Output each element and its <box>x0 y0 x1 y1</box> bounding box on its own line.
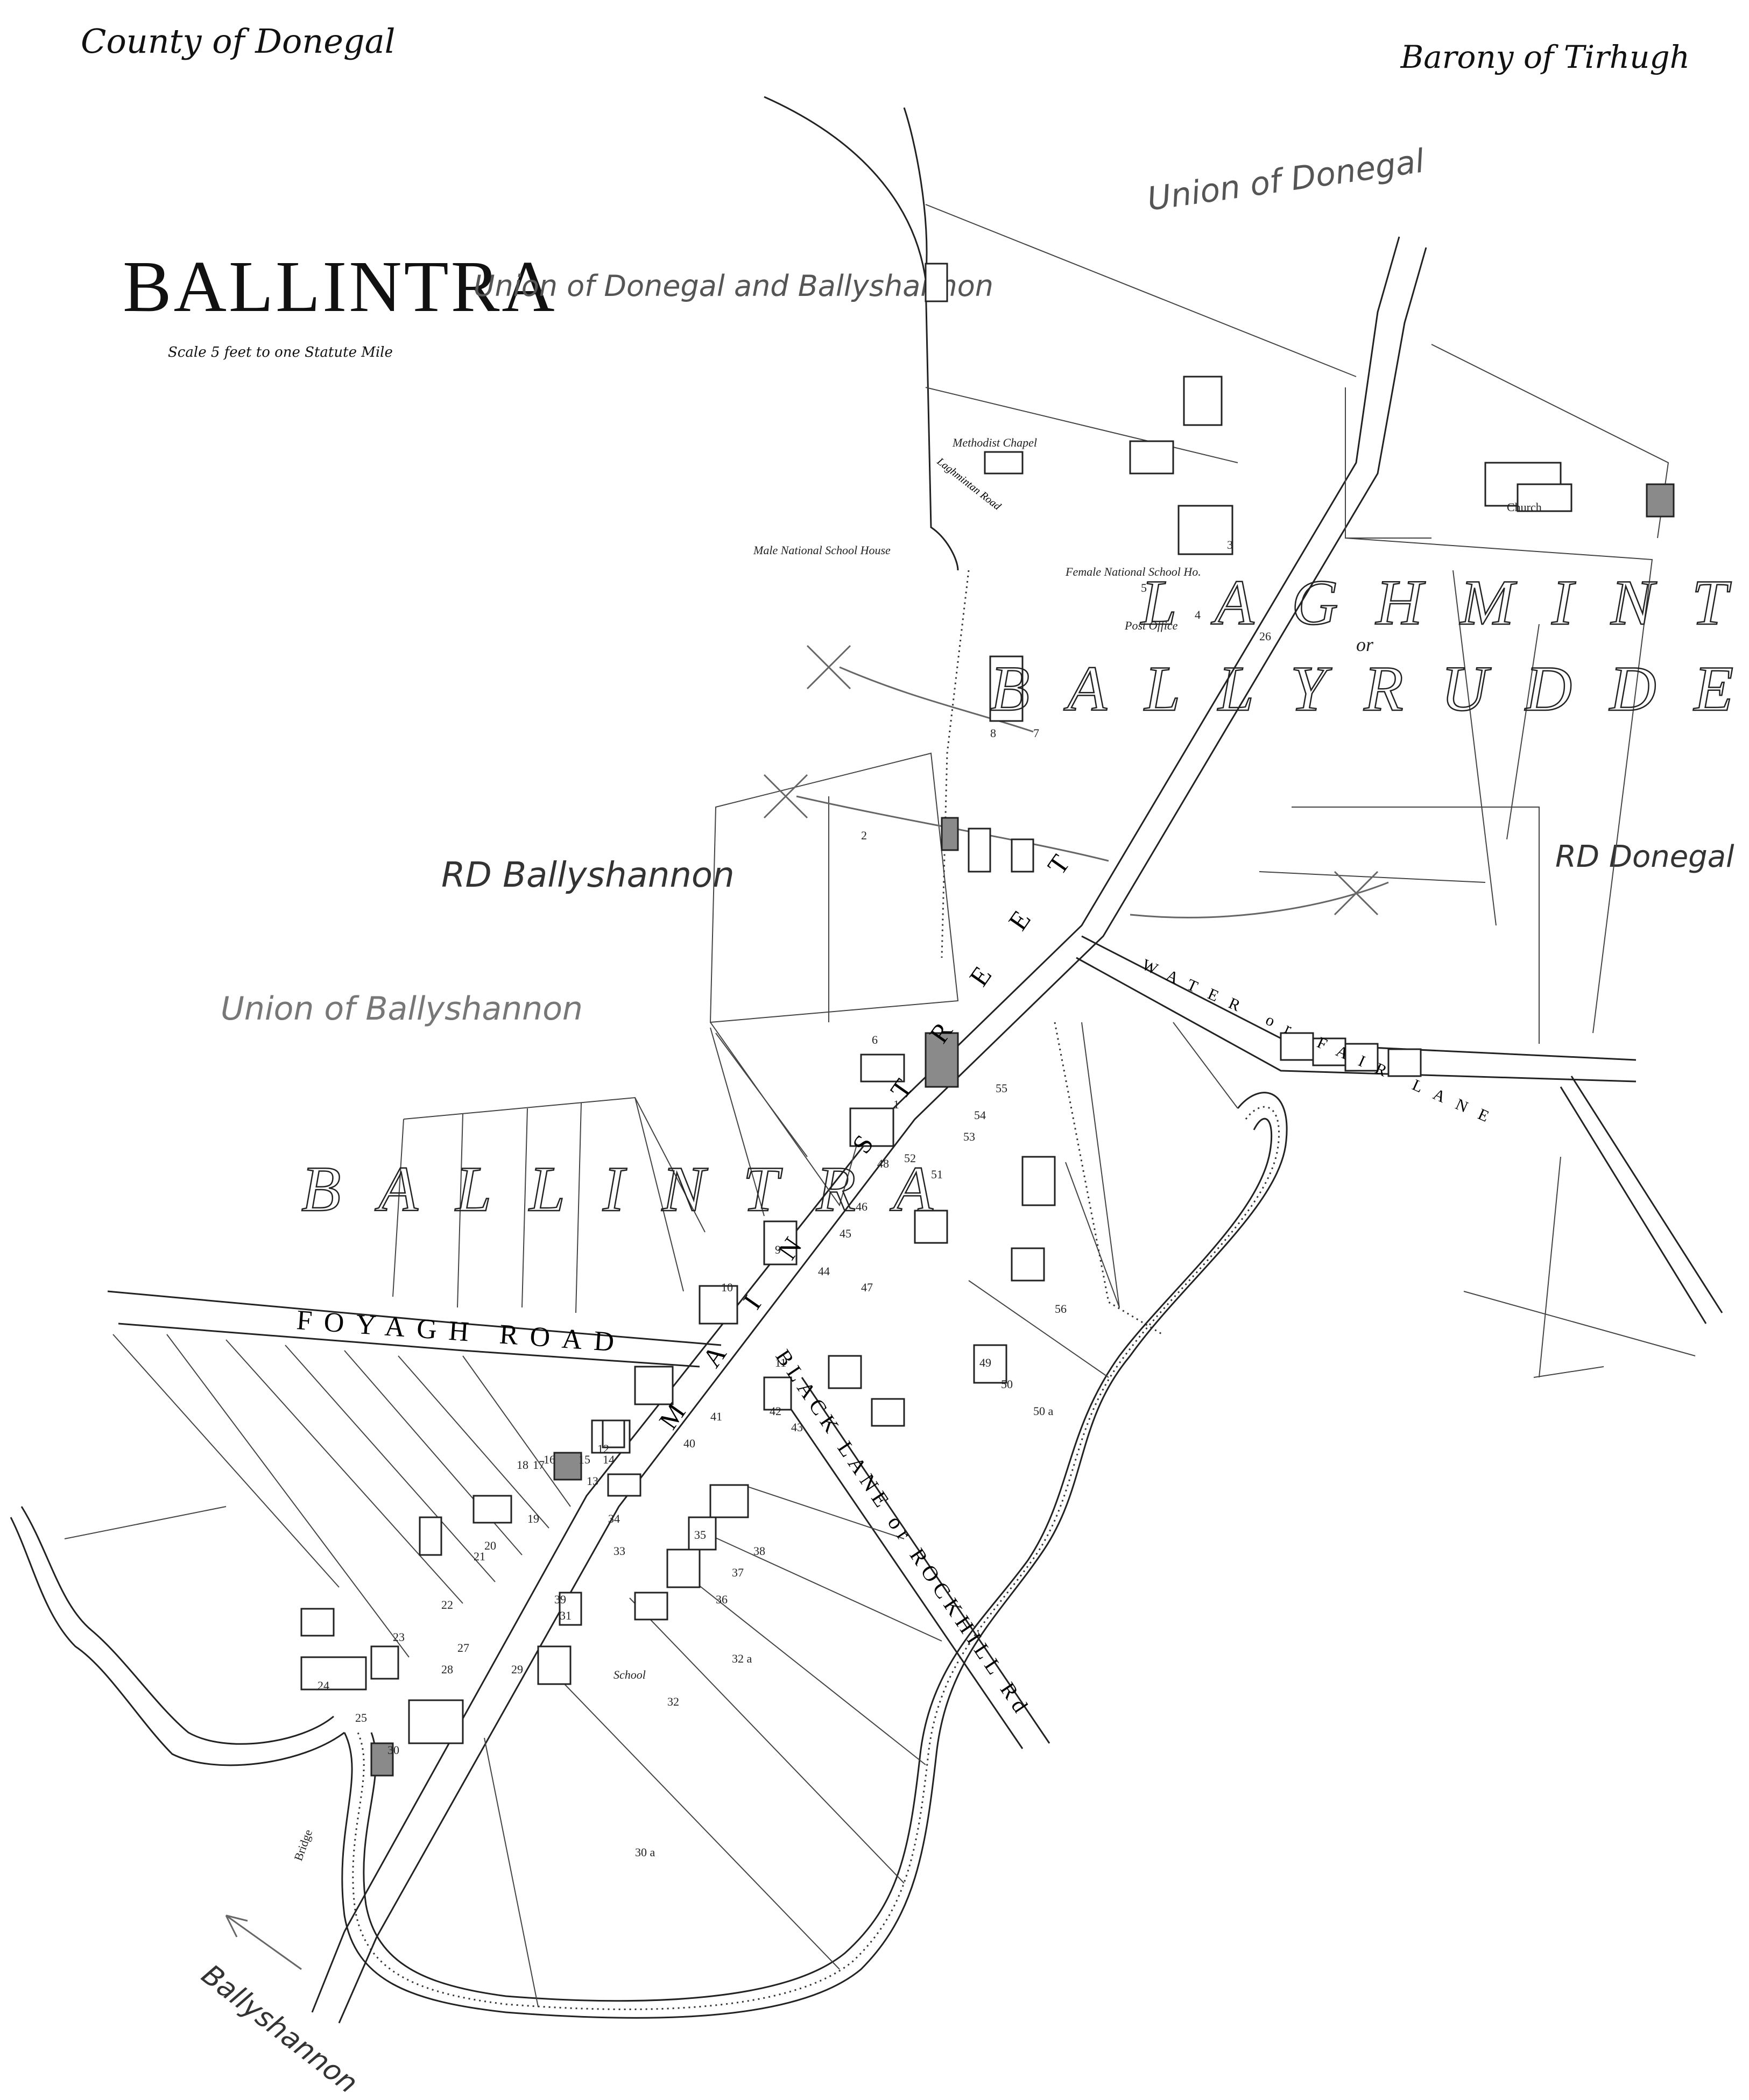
plot-number: 10 <box>721 1281 733 1294</box>
plot-number: 38 <box>753 1544 765 1558</box>
buildings <box>300 263 1675 1777</box>
townland-ballintra: BALLINTRA <box>301 1153 970 1225</box>
plot-number: 32 a <box>732 1652 752 1665</box>
townland-names: LAGHMINTAN or BALLYRUDDELLY BALLINTRA <box>301 566 1749 1226</box>
plot-number: 40 <box>683 1437 695 1450</box>
plot-number: 17 <box>533 1458 545 1472</box>
plot-number: 48 <box>877 1157 889 1170</box>
plot-number: 27 <box>457 1641 469 1654</box>
plot-number: 1 <box>893 1098 899 1111</box>
plot-number: 3 <box>1227 538 1233 551</box>
plot-number: 35 <box>694 1528 706 1542</box>
plot-number: 29 <box>511 1663 523 1676</box>
plot-number: 18 <box>517 1458 528 1472</box>
townland-or: or <box>1356 634 1374 655</box>
plot-number: 37 <box>732 1566 744 1579</box>
plot-number: 26 <box>1259 630 1271 643</box>
plot-number: 33 <box>613 1544 625 1558</box>
plot-number: 44 <box>818 1264 830 1278</box>
handwritten-rd-right: RD Donegal <box>1555 839 1734 874</box>
plot-number: 45 <box>840 1227 851 1240</box>
plot-number: 36 <box>716 1593 728 1606</box>
label-female-school: Female National School Ho. <box>1065 565 1201 578</box>
plot-number: 34 <box>608 1512 620 1525</box>
plot-number: 56 <box>1055 1302 1067 1316</box>
label-post-office: Post Office <box>1124 619 1178 632</box>
plot-number: 2 <box>861 829 867 842</box>
river <box>10 1092 1288 2019</box>
label-school: School <box>613 1668 646 1681</box>
plot-number: 32 <box>667 1695 679 1708</box>
plot-number: 4 <box>1195 608 1201 621</box>
field-boundaries <box>64 204 1696 2007</box>
plot-number: 53 <box>963 1130 975 1143</box>
plot-number: 50 <box>1001 1377 1013 1391</box>
barony-heading: Barony of Tirhugh <box>1400 39 1690 75</box>
plot-number: 28 <box>441 1663 453 1676</box>
plot-number: 46 <box>856 1200 868 1213</box>
plot-number: 52 <box>904 1151 916 1165</box>
plot-number: 12 <box>597 1442 609 1455</box>
plot-number: 8 <box>990 726 996 740</box>
scale-note: Scale 5 feet to one Statute Mile <box>168 344 393 360</box>
street-water-lane: WATER or FAIR LANE <box>1139 956 1503 1130</box>
plot-number: 11 <box>775 1356 786 1369</box>
plot-number: 24 <box>318 1679 329 1692</box>
map-title: BALLINTRA <box>123 246 557 327</box>
plot-number: 42 <box>770 1404 781 1418</box>
townland-laghmintan: LAGHMINTAN <box>1140 567 1749 638</box>
townland-ballyruddelly: BALLYRUDDELLY <box>990 653 1749 724</box>
handwritten-rd-left: RD Ballyshannon <box>441 855 735 895</box>
plot-number: 41 <box>710 1410 722 1423</box>
plot-number: 31 <box>560 1609 572 1622</box>
handwritten-union-left: Union of Ballyshannon <box>221 990 583 1028</box>
plot-number: 23 <box>393 1630 405 1644</box>
plot-number: 47 <box>861 1281 873 1294</box>
boundary-lines <box>225 570 1389 1970</box>
handwritten-union-title: Union of Donegal and Ballyshannon <box>474 269 994 303</box>
plot-number: 51 <box>931 1168 943 1181</box>
label-male-school-house: Male National School House <box>753 543 891 557</box>
plot-number: 21 <box>474 1550 485 1563</box>
plot-number: 49 <box>979 1356 991 1369</box>
plot-number: 6 <box>872 1033 878 1047</box>
plot-number: 54 <box>974 1108 986 1122</box>
county-heading: County of Donegal <box>81 22 396 61</box>
plot-number: 5 <box>1141 581 1147 595</box>
plot-number: 25 <box>355 1711 367 1724</box>
plot-number: 16 <box>544 1453 555 1466</box>
plot-number: 43 <box>791 1420 803 1434</box>
plot-number: 30 <box>387 1743 399 1757</box>
plot-number: 13 <box>587 1474 598 1488</box>
plot-number: 39 <box>554 1593 566 1606</box>
town-map: LAGHMINTAN or BALLYRUDDELLY BALLINTRA FO… <box>10 96 1749 2024</box>
place-labels: Church Methodist Chapel Male National Sc… <box>291 436 1542 1863</box>
street-main-street: MAIN STREET <box>653 807 1105 1435</box>
plot-number: 55 <box>996 1081 1007 1095</box>
plot-number: 20 <box>484 1539 496 1552</box>
street-names: FOYAGH ROAD MAIN STREET WATER or FAIR LA… <box>295 455 1503 1721</box>
plot-number: 50 a <box>1033 1404 1054 1418</box>
plot-number: 15 <box>579 1453 590 1466</box>
plot-number: 22 <box>441 1598 453 1611</box>
plot-number: 7 <box>1033 726 1039 740</box>
label-bridge: Bridge <box>291 1828 315 1863</box>
plot-number: 30 a <box>635 1846 655 1859</box>
label-church: Church <box>1507 500 1542 514</box>
label-methodist-chapel: Methodist Chapel <box>952 436 1037 449</box>
plot-number: 14 <box>603 1453 615 1466</box>
plot-numbers: 1234567891011121314151617181920212223242… <box>318 538 1271 1859</box>
plot-number: 19 <box>527 1512 539 1525</box>
plot-number: 9 <box>775 1243 781 1256</box>
